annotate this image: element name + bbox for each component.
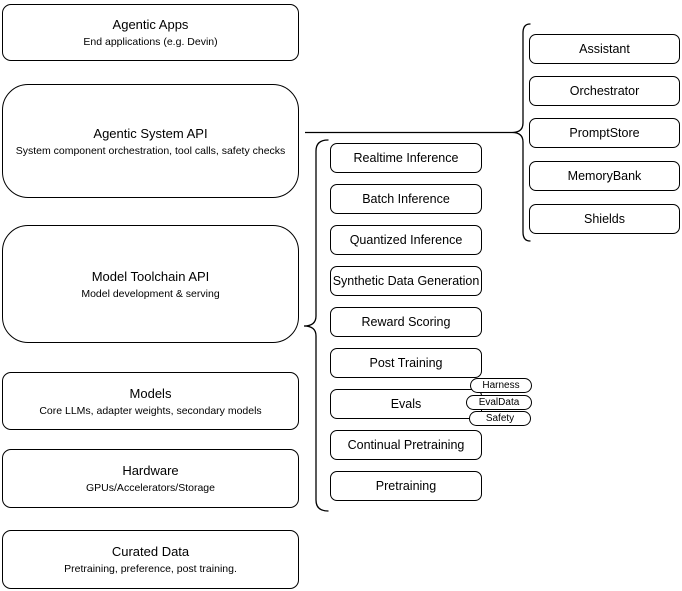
component-promptstore: PromptStore xyxy=(529,118,680,148)
toolchain-brace xyxy=(303,139,329,512)
toolchain-item-label: Quantized Inference xyxy=(349,233,463,247)
component-memorybank: MemoryBank xyxy=(529,161,680,191)
component-orchestrator: Orchestrator xyxy=(529,76,680,106)
layer-title: Agentic System API xyxy=(93,125,208,141)
layer-title: Models xyxy=(129,385,172,401)
component-label: Shields xyxy=(584,212,625,226)
layer-title: Model Toolchain API xyxy=(91,268,210,284)
component-label: MemoryBank xyxy=(567,169,642,183)
layer-title: Agentic Apps xyxy=(112,17,189,32)
toolchain-item-label: Realtime Inference xyxy=(353,151,459,165)
evals-tag-evaldata: EvalData xyxy=(466,395,532,410)
layer-subtitle: Model development & serving xyxy=(81,287,220,300)
layer-subtitle: End applications (e.g. Devin) xyxy=(83,36,218,48)
toolchain-item-label: Synthetic Data Generation xyxy=(332,274,480,288)
toolchain-item-batch-inference: Batch Inference xyxy=(330,184,482,214)
evals-tag-label: EvalData xyxy=(478,396,520,408)
layer-title: Curated Data xyxy=(111,544,190,559)
components-brace xyxy=(511,23,531,242)
layer-subtitle: Core LLMs, adapter weights, secondary mo… xyxy=(39,404,262,417)
toolchain-item-label: Evals xyxy=(390,397,422,411)
layer-agentic-system-api: Agentic System API System component orch… xyxy=(2,84,299,198)
component-label: Assistant xyxy=(579,42,630,56)
component-shields: Shields xyxy=(529,204,680,234)
layer-subtitle: Pretraining, preference, post training. xyxy=(64,563,237,575)
evals-tag-safety: Safety xyxy=(469,411,531,426)
toolchain-item-synthetic-data-generation: Synthetic Data Generation xyxy=(330,266,482,296)
layer-subtitle: System component orchestration, tool cal… xyxy=(15,144,286,157)
evals-tag-harness: Harness xyxy=(470,378,532,393)
layer-subtitle: GPUs/Accelerators/Storage xyxy=(86,482,215,494)
component-assistant: Assistant xyxy=(529,34,680,64)
component-label: PromptStore xyxy=(569,126,640,140)
toolchain-item-evals: Evals xyxy=(330,389,482,419)
toolchain-item-label: Reward Scoring xyxy=(361,315,451,329)
layer-hardware: Hardware GPUs/Accelerators/Storage xyxy=(2,449,299,508)
toolchain-item-label: Continual Pretraining xyxy=(347,438,465,452)
toolchain-item-realtime-inference: Realtime Inference xyxy=(330,143,482,173)
toolchain-item-continual-pretraining: Continual Pretraining xyxy=(330,430,482,460)
layer-curated-data: Curated Data Pretraining, preference, po… xyxy=(2,530,299,589)
toolchain-item-reward-scoring: Reward Scoring xyxy=(330,307,482,337)
toolchain-item-label: Post Training xyxy=(369,356,443,370)
layer-models: Models Core LLMs, adapter weights, secon… xyxy=(2,372,299,430)
component-label: Orchestrator xyxy=(569,84,640,98)
evals-tag-label: Safety xyxy=(485,412,515,424)
toolchain-item-pretraining: Pretraining xyxy=(330,471,482,501)
evals-tag-label: Harness xyxy=(482,379,520,391)
layer-model-toolchain-api: Model Toolchain API Model development & … xyxy=(2,225,299,343)
toolchain-item-quantized-inference: Quantized Inference xyxy=(330,225,482,255)
toolchain-item-label: Batch Inference xyxy=(362,192,450,206)
layer-title: Hardware xyxy=(122,463,179,478)
layer-agentic-apps: Agentic Apps End applications (e.g. Devi… xyxy=(2,4,299,61)
toolchain-item-post-training: Post Training xyxy=(330,348,482,378)
toolchain-item-label: Pretraining xyxy=(375,479,437,493)
